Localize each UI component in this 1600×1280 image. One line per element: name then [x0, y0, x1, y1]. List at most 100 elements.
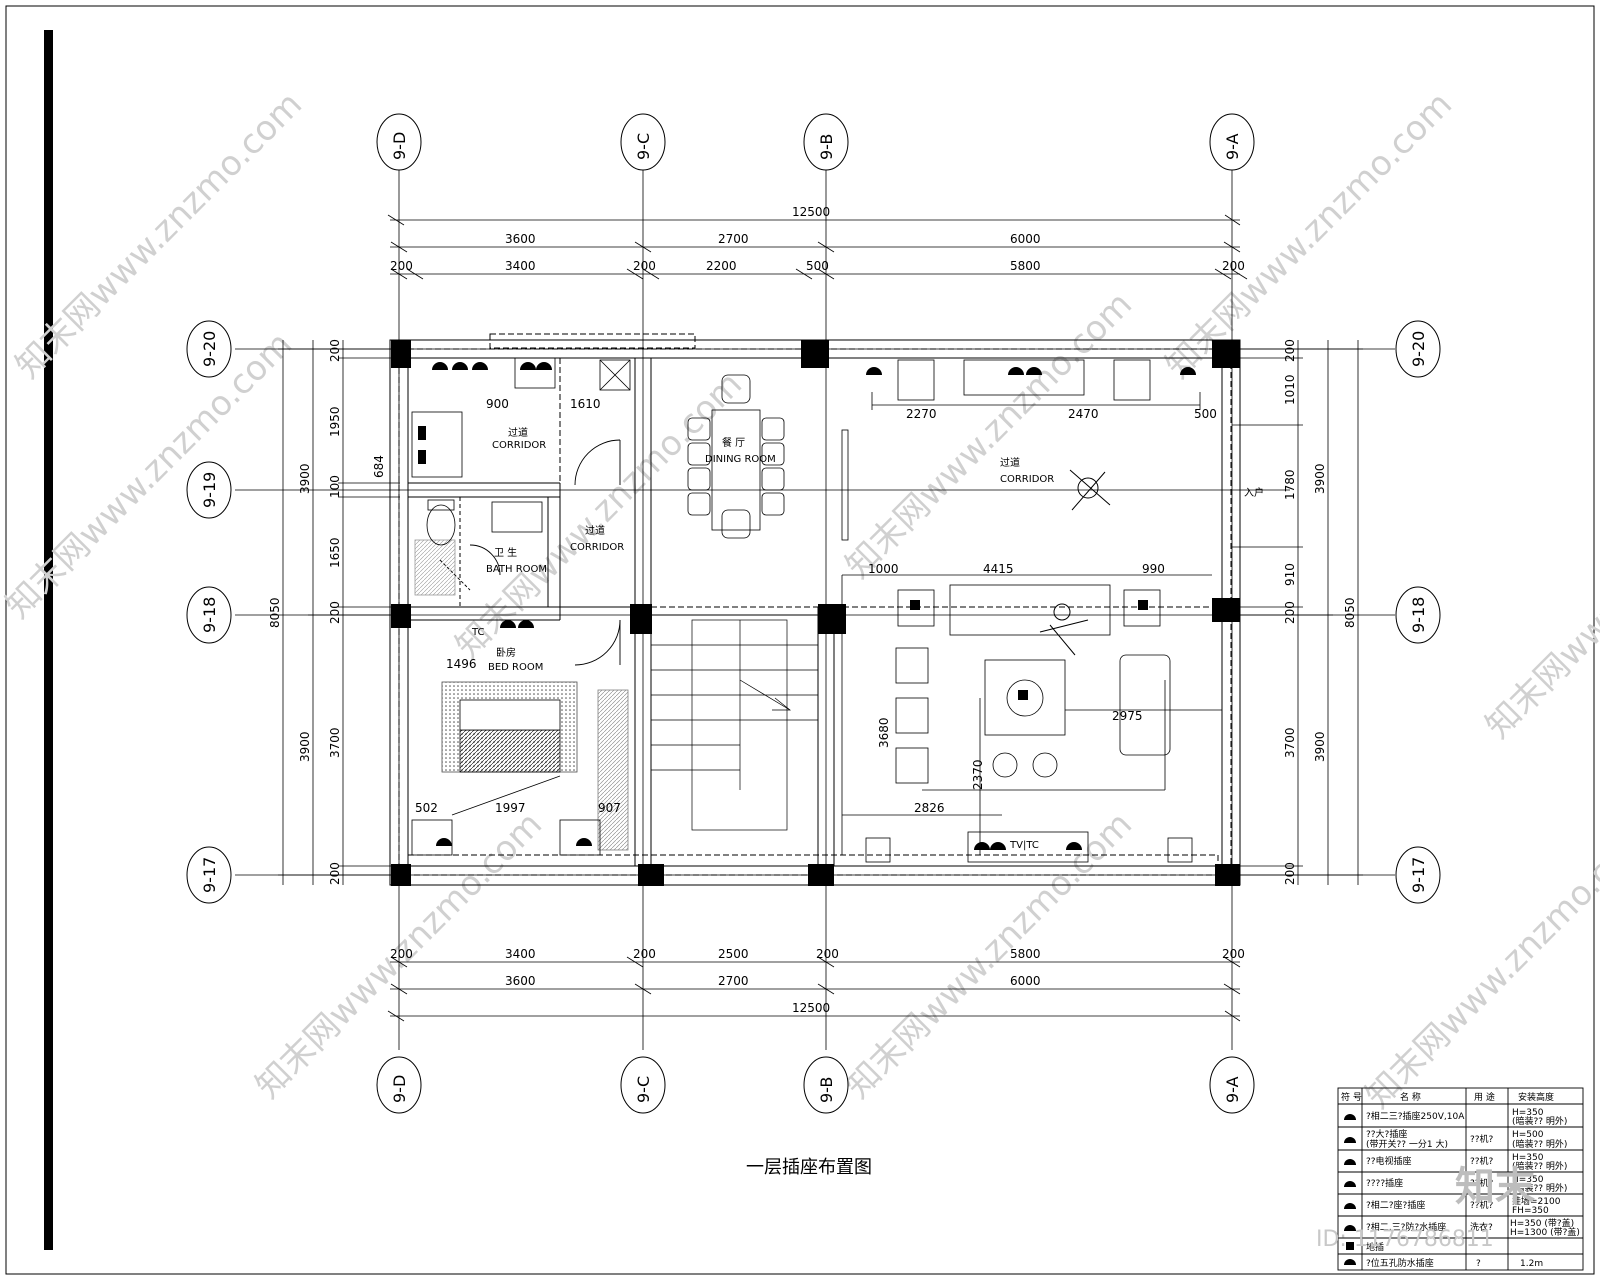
dim-top-row3: 3400 — [505, 259, 536, 273]
interior-dim: 1496 — [446, 657, 477, 671]
legend-name: 地插 — [1366, 1241, 1384, 1253]
legend-header: 名 称 — [1400, 1091, 1421, 1103]
legend-name: ??大?插座 — [1366, 1128, 1407, 1140]
dim-left-inner: 200 — [328, 339, 342, 362]
legend-height2: (暗装?? 明外) — [1512, 1160, 1567, 1172]
interior-dim: 3680 — [877, 717, 891, 748]
dim-top-total: 12500 — [792, 205, 830, 219]
room-label-cn: 餐 厅 — [722, 436, 745, 449]
watermark-id: ID: 1176786811 — [1316, 1227, 1494, 1252]
dim-right-inner: 3700 — [1283, 727, 1297, 758]
socket-symbols — [418, 362, 1196, 850]
axis-label-bottom: 9-C — [634, 1076, 653, 1103]
axis-label-left: 9-20 — [200, 331, 219, 367]
room-label-cn: 卧房 — [496, 646, 516, 659]
room-label-en: BED ROOM — [488, 662, 543, 673]
interior-dim: 1997 — [495, 801, 526, 815]
dim-left-total: 8050 — [268, 597, 282, 628]
interior-dim: 500 — [1194, 407, 1217, 421]
dimension-lines-top — [387, 214, 1248, 280]
dim-right-inner: 200 — [1283, 339, 1297, 362]
left-margin-bar — [44, 30, 53, 1250]
legend-use: ? — [1476, 1259, 1481, 1269]
dim-left-inner: 1650 — [328, 537, 342, 568]
dim-right-total: 8050 — [1343, 597, 1357, 628]
dining-table-set — [687, 374, 849, 541]
axis-label-top: 9-C — [634, 133, 653, 160]
interior-dim: 1610 — [570, 397, 601, 411]
legend-name: ?位五孔防水插座 — [1366, 1257, 1434, 1269]
dim-bottom-row1: 2500 — [718, 947, 749, 961]
interior-dim: 2270 — [906, 407, 937, 421]
dim-left-inner: 684 — [372, 455, 386, 478]
legend-height: 挂墙=2100 — [1512, 1195, 1561, 1207]
dim-left-inner: 200 — [328, 601, 342, 624]
room-label-en: DINING ROOM — [705, 454, 776, 465]
legend-header: 符 号 — [1341, 1091, 1362, 1103]
room-label-en: CORRIDOR — [492, 440, 546, 451]
legend-use: ??机? — [1470, 1199, 1494, 1211]
legend-name: ????插座 — [1366, 1177, 1403, 1189]
dim-right-inner: 1010 — [1283, 374, 1297, 405]
axis-label-bottom: 9-B — [817, 1077, 836, 1103]
room-label-cn: 卫 生 — [494, 546, 517, 559]
sheet-border — [5, 5, 1595, 1275]
legend-height2: (暗装?? 明外) — [1512, 1138, 1567, 1150]
room-label-tc: TC — [471, 627, 485, 638]
dim-bottom-row1: 200 — [1222, 947, 1245, 961]
room-labels: 过道 CORRIDOR 餐 厅 DINING ROOM 过道 CORRIDOR … — [471, 426, 1264, 851]
legend-name: ?相二,三?防?水插座 — [1366, 1221, 1446, 1233]
watermark-text: 知末网www.znzmo.com — [838, 284, 1140, 586]
dim-bottom-total: 12500 — [792, 1001, 830, 1015]
dim-top-row3: 500 — [806, 259, 829, 273]
dim-top-row3: 200 — [1222, 259, 1245, 273]
interior-dim: 502 — [415, 801, 438, 815]
watermark-text: 知末网www.znzmo.com — [1358, 814, 1600, 1116]
interior-dim: 2975 — [1112, 709, 1143, 723]
dim-left-inner: 1950 — [328, 406, 342, 437]
dim-right-inner: 200 — [1283, 601, 1297, 624]
room-label-cn: 过道 — [1000, 456, 1020, 469]
room-label-tvtc: TV|TC — [1009, 840, 1039, 851]
axis-label-top: 9-A — [1223, 133, 1242, 160]
axis-label-top: 9-D — [390, 132, 409, 160]
legend-use: ??机? — [1470, 1155, 1494, 1167]
structural-columns — [391, 340, 1240, 886]
legend-height: 1.2m — [1520, 1259, 1543, 1269]
legend-height: H=350 — [1512, 1175, 1544, 1185]
interior-dim: 2826 — [914, 801, 945, 815]
watermark-text: 知末网www.znzmo.com — [1478, 444, 1600, 746]
axis-label-right: 9-18 — [1409, 597, 1428, 633]
legend-height2: H=1300 (带?盖) — [1510, 1226, 1580, 1238]
interior-dim: 907 — [598, 801, 621, 815]
dim-top-row2: 2700 — [718, 232, 749, 246]
dim-bottom-row1: 5800 — [1010, 947, 1041, 961]
legend-header: 用 途 — [1474, 1091, 1495, 1103]
dim-top-row3: 200 — [390, 259, 413, 273]
room-label-en: CORRIDOR — [570, 542, 624, 553]
dim-top-row3: 5800 — [1010, 259, 1041, 273]
dim-left-mid: 3900 — [298, 463, 312, 494]
watermark-layer: 知末网www.znzmo.com 知末网www.znzmo.com 知末网www… — [0, 84, 1600, 1116]
interior-dim: 4415 — [983, 562, 1014, 576]
dim-right-mid: 3900 — [1313, 731, 1327, 762]
interior-dimensions: 900 1610 2270 2470 500 1000 4415 990 149… — [415, 397, 1217, 815]
interior-dim: 2470 — [1068, 407, 1099, 421]
interior-dim: 2370 — [971, 759, 985, 790]
bathroom-fixtures — [411, 357, 631, 596]
legend-symbols — [1344, 1114, 1356, 1265]
legend-height: H=350 — [1512, 1108, 1544, 1118]
person-figures — [1039, 469, 1111, 656]
watermark-logo: 知末 — [1455, 1164, 1535, 1210]
room-label-entry: 入户 — [1244, 486, 1264, 499]
legend-use: ??机? — [1470, 1177, 1494, 1189]
room-label-en: CORRIDOR — [1000, 474, 1054, 485]
legend-name: ??电视插座 — [1366, 1155, 1412, 1167]
dimension-lines-right — [1232, 340, 1363, 885]
dim-left-inner: 100 — [328, 475, 342, 498]
legend-table — [1337, 1087, 1584, 1271]
interior-dim: 900 — [486, 397, 509, 411]
axis-label-left: 9-17 — [200, 857, 219, 893]
axis-label-left: 9-18 — [200, 597, 219, 633]
